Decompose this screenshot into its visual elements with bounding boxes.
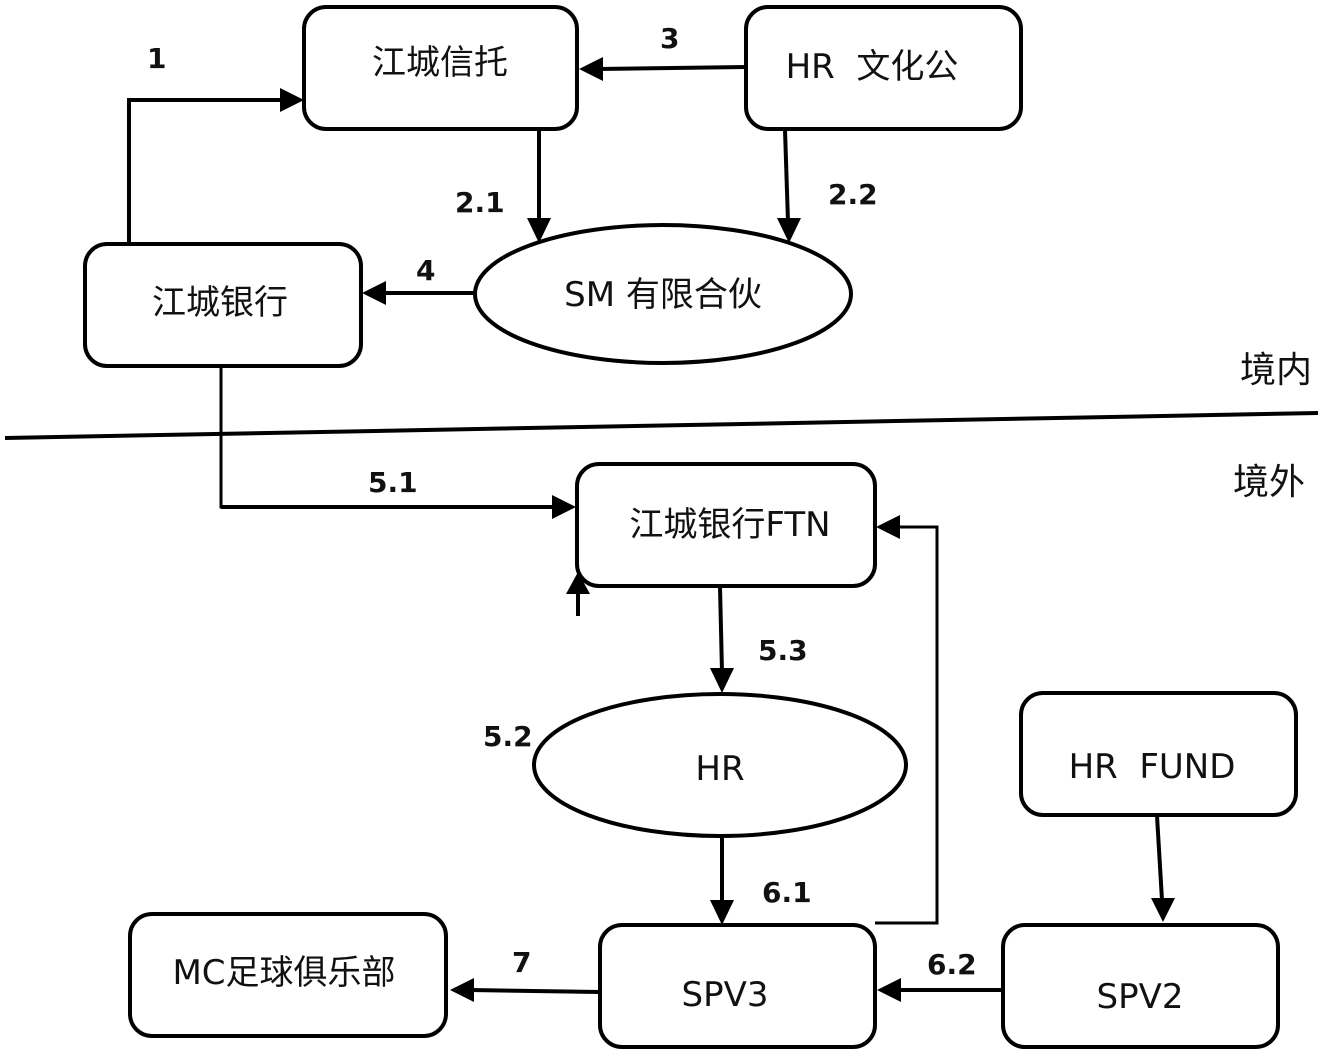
node-mc-club[interactable]: MC足球俱乐部	[128, 912, 448, 1038]
node-hr-fund[interactable]: HR FUND	[1019, 691, 1298, 817]
node-jiangcheng-bank-ftn[interactable]: 江城银行FTN	[575, 462, 877, 588]
arrowhead	[552, 495, 576, 519]
node-label: HR 文化公	[786, 47, 959, 87]
node-label: 江城信托	[372, 43, 508, 83]
edge-label-2-2: 2.2	[828, 178, 878, 211]
arrowhead	[450, 978, 474, 1002]
node-label: HR FUND	[1069, 747, 1236, 787]
arrowhead	[777, 218, 801, 243]
node-jiangcheng-bank[interactable]: 江城银行	[83, 242, 363, 368]
edge-hrfund-to-spv2	[1151, 815, 1175, 922]
edge-label-5-2: 5.2	[483, 720, 533, 753]
edge-label-5-3: 5.3	[758, 634, 808, 667]
edge-6-2	[877, 978, 1003, 1002]
edge-6-1	[710, 836, 734, 925]
edge-label-5-1: 5.1	[368, 466, 418, 499]
edge-label-6-1: 6.1	[762, 876, 812, 909]
edge-2-2	[777, 129, 801, 243]
edge-label-6-2: 6.2	[927, 948, 977, 981]
edge-3	[579, 57, 747, 81]
node-label: SPV3	[682, 975, 769, 1015]
arrowhead	[710, 668, 734, 693]
node-label: SM 有限合伙	[564, 275, 762, 315]
edge-label-4: 4	[416, 254, 435, 287]
edge-label-7: 7	[512, 946, 531, 979]
node-label: MC足球俱乐部	[172, 953, 395, 993]
arrowhead	[710, 900, 734, 925]
arrowhead	[527, 218, 551, 243]
edge-spv3-to-ftn	[875, 515, 939, 925]
node-spv2[interactable]: SPV2	[1001, 923, 1280, 1049]
edge-5-2	[566, 572, 590, 616]
arrowhead	[362, 281, 386, 305]
edge-label-3: 3	[660, 22, 679, 55]
node-label: 江城银行FTN	[629, 505, 830, 545]
node-jiangcheng-trust[interactable]: 江城信托	[302, 5, 579, 131]
edge-1	[127, 88, 304, 244]
edge-7	[450, 978, 601, 1002]
node-label: HR	[695, 749, 744, 789]
arrowhead	[579, 57, 603, 81]
border-divider	[4, 411, 1319, 440]
node-label: SPV2	[1097, 977, 1184, 1017]
node-spv3[interactable]: SPV3	[598, 923, 877, 1049]
node-hr-culture[interactable]: HR 文化公	[744, 5, 1023, 131]
edge-5-1	[219, 367, 576, 519]
arrowhead	[1151, 898, 1175, 922]
edge-4	[362, 281, 475, 305]
node-sm-partnership[interactable]: SM 有限合伙	[473, 223, 853, 365]
edge-label-2-1: 2.1	[455, 186, 505, 219]
edge-5-3	[710, 586, 734, 693]
arrowhead	[280, 88, 304, 112]
node-label: 江城银行	[152, 283, 288, 323]
arrowhead	[566, 572, 590, 594]
edge-label-1: 1	[147, 42, 166, 75]
node-hr[interactable]: HR	[532, 692, 908, 838]
edge-2-1	[527, 130, 551, 243]
region-label-domestic: 境内	[1240, 350, 1312, 391]
arrowhead	[877, 978, 901, 1002]
arrowhead	[876, 515, 900, 539]
region-label-overseas: 境外	[1233, 462, 1305, 503]
